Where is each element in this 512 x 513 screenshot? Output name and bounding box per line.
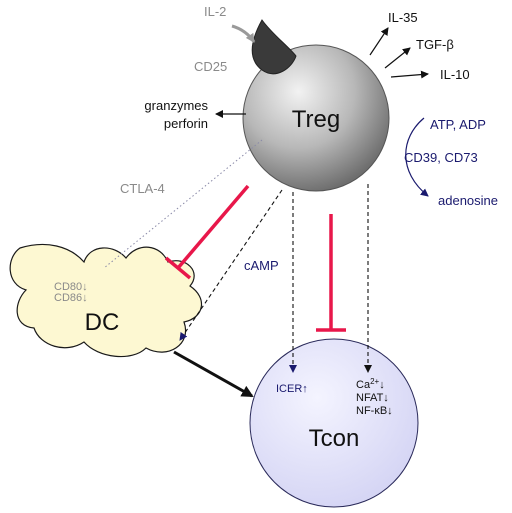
cd39-cd73-label: CD39, CD73 [404,150,478,165]
dc-label: DC [85,309,120,336]
perforin-label: perforin [164,116,208,131]
cd25-label: CD25 [194,59,227,74]
il10-arrow [390,70,429,79]
il35-label: IL-35 [388,10,418,25]
ctla4-contact-line [103,139,263,269]
il2-label: IL-2 [204,4,226,19]
dc-inhibition-symbol [164,184,250,280]
cd86-label: CD86↓ [54,292,88,304]
nfat-label: NFAT↓ [356,392,389,404]
granzymes-label: granzymes [144,98,208,113]
camp-label: cAMP [244,258,279,273]
cd80-label: CD80↓ [54,281,88,293]
il35-arrow [369,27,389,56]
tgfb-label: TGF-β [416,37,454,52]
camp-to-dc-arrow [179,189,283,341]
atp-adp-label: ATP, ADP [430,117,486,132]
tcon-cell [249,338,419,508]
ca-label: Ca2+↓ [356,377,385,391]
treg-cell [242,44,390,192]
nfkb-label: NF-κB↓ [356,405,393,417]
treg-label: Treg [292,106,340,133]
ctla4-label: CTLA-4 [120,181,165,196]
tgfb-arrow [384,47,411,69]
il10-label: IL-10 [440,67,470,82]
il2-arrow [231,24,256,43]
cd25-receptor [251,19,297,75]
adenosine-conversion-arrow [405,117,429,197]
icer-label: ICER↑ [276,383,308,395]
adenosine-label: adenosine [438,193,498,208]
tcon-label: Tcon [309,425,360,452]
tcon-inhibition-symbol [316,214,346,332]
dc-cell [9,243,202,358]
dc-to-tcon-arrow [173,350,254,398]
